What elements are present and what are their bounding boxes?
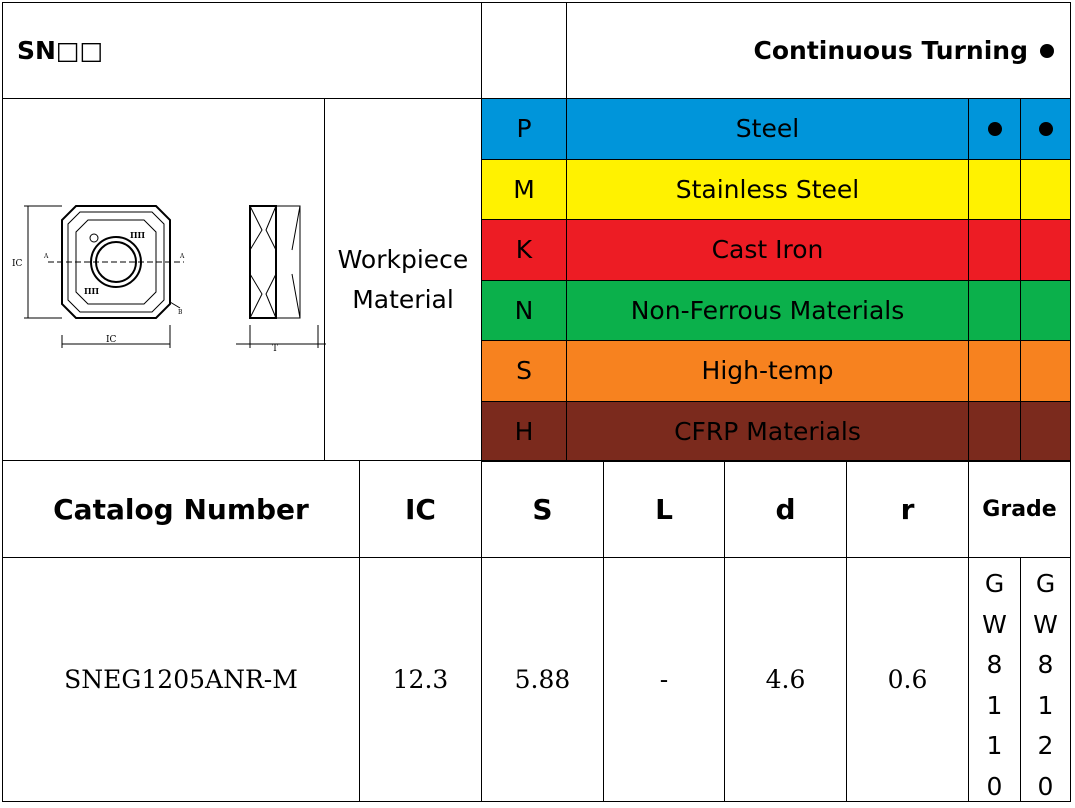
l-value: - <box>659 665 669 694</box>
material-name-p: Steel <box>566 98 969 160</box>
r-cell: 0.6 <box>846 557 969 802</box>
workpiece-material-cell: Workpiece Material <box>324 98 482 461</box>
material-m-gw8110 <box>968 158 1021 220</box>
workpiece-label-line2: Material <box>352 284 454 314</box>
grade-char: 0 <box>1037 771 1054 801</box>
grade-char: W <box>982 609 1007 639</box>
material-name-m-label: Stainless Steel <box>675 174 860 204</box>
material-k-gw8110 <box>968 219 1021 281</box>
l-header: L <box>603 460 725 558</box>
catalog-number-header-label: Catalog Number <box>53 492 309 526</box>
header-blank-cell <box>481 2 567 99</box>
insert-drawing: IC IC T A A B ПП ПП <box>8 190 328 355</box>
s-header-label: S <box>532 492 553 526</box>
material-code-p-label: P <box>516 114 532 144</box>
material-code-k-label: K <box>515 235 533 265</box>
ic-cell: 12.3 <box>359 557 482 802</box>
material-code-n-label: N <box>514 295 534 325</box>
material-code-h: H <box>481 400 567 462</box>
grade-header: Grade <box>968 460 1071 558</box>
t-label: T <box>272 344 278 354</box>
material-name-p-label: Steel <box>735 114 800 144</box>
l-header-label: L <box>655 492 673 526</box>
ic-value: 12.3 <box>392 665 449 694</box>
material-n-gw8110 <box>968 279 1021 341</box>
material-p-gw8120 <box>1020 98 1071 160</box>
grade-char: W <box>1033 609 1058 639</box>
insert-mark-bottom: ПП <box>84 286 100 296</box>
material-h-gw8120 <box>1020 400 1071 462</box>
ic-bottom-label: IC <box>106 335 117 345</box>
material-name-s: High-temp <box>566 340 969 402</box>
insert-mark-top: ПП <box>130 230 146 240</box>
material-code-m: M <box>481 158 567 220</box>
grade-header-label: Grade <box>982 496 1057 522</box>
material-code-k: K <box>481 219 567 281</box>
material-s-gw8120 <box>1020 340 1071 402</box>
grade-char: 2 <box>1037 731 1054 761</box>
material-name-n: Non-Ferrous Materials <box>566 279 969 341</box>
d-header: d <box>724 460 847 558</box>
r-header-label: r <box>900 492 915 526</box>
d-cell: 4.6 <box>724 557 847 802</box>
ic-left-label: IC <box>12 259 23 269</box>
a-label-right: A <box>179 253 185 260</box>
grade-char: 1 <box>986 731 1003 761</box>
material-p-gw8110 <box>968 98 1021 160</box>
r-header: r <box>846 460 969 558</box>
r-value: 0.6 <box>887 665 928 694</box>
ic-header-label: IC <box>405 492 436 526</box>
material-code-m-label: M <box>513 174 535 204</box>
catalog-number-header: Catalog Number <box>2 460 360 558</box>
s-header: S <box>481 460 604 558</box>
filled-circle-icon <box>1040 43 1054 58</box>
s-value: 5.88 <box>514 665 571 694</box>
grade-char: 0 <box>986 771 1003 801</box>
catalog-number-cell: SNEG1205ANR-M <box>2 557 360 802</box>
material-name-n-label: Non-Ferrous Materials <box>630 295 905 325</box>
s-cell: 5.88 <box>481 557 604 802</box>
d-value: 4.6 <box>765 665 806 694</box>
material-k-gw8120 <box>1020 219 1071 281</box>
grade-char: 1 <box>986 690 1003 720</box>
filled-circle-icon <box>1038 121 1053 136</box>
material-code-n: N <box>481 279 567 341</box>
series-code: SN□□ <box>17 36 104 65</box>
grade-char: 8 <box>986 650 1003 680</box>
series-header-cell: SN□□ <box>2 2 482 99</box>
b-label: B <box>178 309 183 316</box>
d-header-label: d <box>775 492 796 526</box>
material-name-m: Stainless Steel <box>566 158 969 220</box>
a-label-left: A <box>43 253 49 260</box>
ic-header: IC <box>359 460 482 558</box>
material-m-gw8120 <box>1020 158 1071 220</box>
material-n-gw8120 <box>1020 279 1071 341</box>
catalog-number-value: SNEG1205ANR-M <box>64 665 298 694</box>
grade-char: G <box>1035 569 1056 598</box>
material-code-s-label: S <box>516 356 532 386</box>
material-name-h-label: CFRP Materials <box>674 416 861 446</box>
operation-header-cell: Continuous Turning <box>566 2 1071 99</box>
material-code-h-label: H <box>514 416 534 446</box>
grade-char: G <box>984 569 1005 598</box>
material-code-p: P <box>481 98 567 160</box>
grade-char: 1 <box>1037 690 1054 720</box>
grade-char: 8 <box>1037 650 1054 680</box>
material-name-k: Cast Iron <box>566 219 969 281</box>
l-cell: - <box>603 557 725 802</box>
material-s-gw8110 <box>968 340 1021 402</box>
insert-diagram-icon: IC IC T A A B ПП ПП <box>12 205 326 354</box>
filled-circle-icon <box>987 121 1002 136</box>
operation-label: Continuous Turning <box>753 36 1029 65</box>
workpiece-label-line1: Workpiece <box>337 244 469 274</box>
material-h-gw8110 <box>968 400 1021 462</box>
material-name-s-label: High-temp <box>701 356 834 386</box>
material-name-h: CFRP Materials <box>566 400 969 462</box>
material-name-k-label: Cast Iron <box>711 235 824 265</box>
material-code-s: S <box>481 340 567 402</box>
